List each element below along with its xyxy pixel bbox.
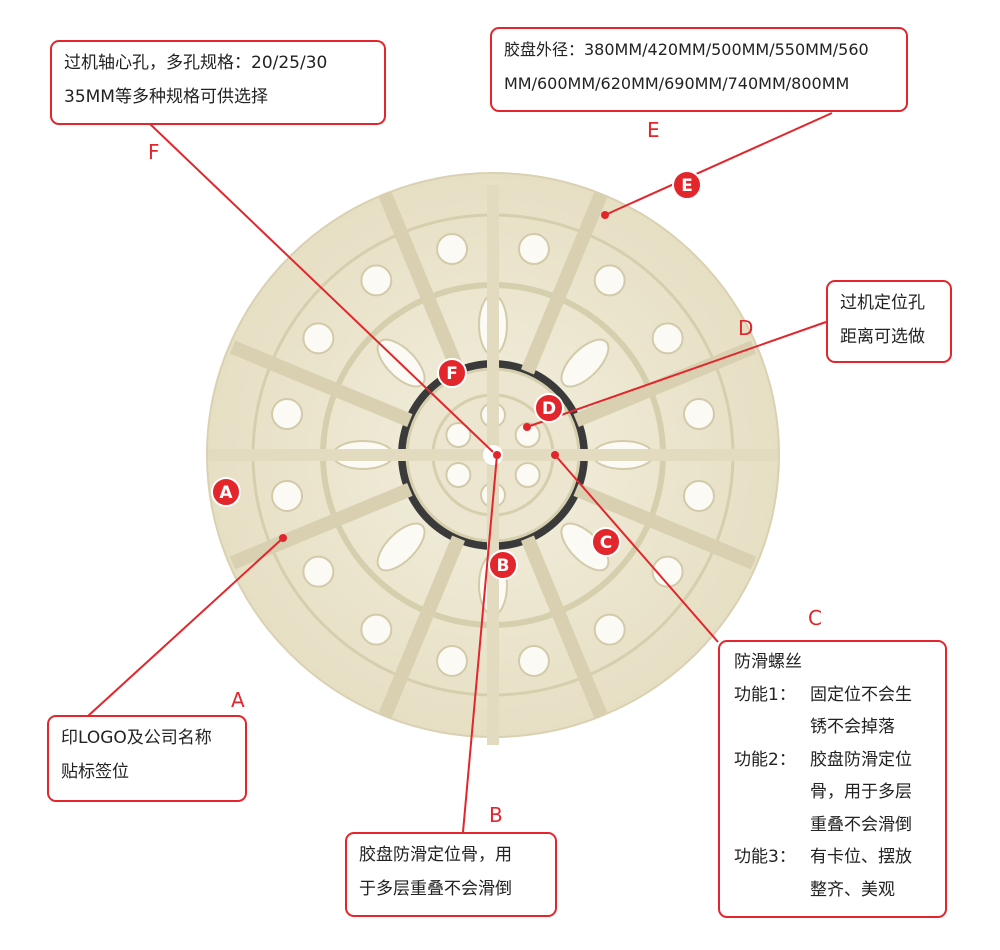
disc-hole — [517, 644, 550, 677]
callout-c-text-2b: 骨，用于多层 — [810, 782, 912, 802]
callout-d-line-1: 过机定位孔 — [840, 293, 925, 313]
marker-c: C — [591, 527, 621, 557]
disc-rib — [573, 340, 757, 428]
label-b: B — [489, 803, 503, 827]
callout-e-box: 胶盘外径：380MM/420MM/500MM/550MM/560 MM/600M… — [490, 27, 908, 112]
disc-slot — [560, 338, 610, 388]
callout-b-line-1: 胶盘防滑定位骨，用 — [359, 845, 512, 865]
disc-hole — [271, 479, 304, 512]
svg-text:D: D — [542, 399, 556, 419]
disc-hole — [302, 555, 335, 588]
disc-hole — [360, 613, 393, 646]
label-f: F — [148, 140, 160, 164]
callout-c-text-3b: 整齐、美观 — [810, 879, 895, 900]
leader-line-e — [604, 112, 833, 216]
leader-lines — [87, 112, 833, 833]
callout-f-box: 过机轴心孔，多孔规格：20/25/30 35MM等多种规格可供选择 — [50, 40, 386, 125]
callout-c-text-2c: 重叠不会滑倒 — [810, 814, 912, 835]
callout-e-line-1: 胶盘外径：380MM/420MM/500MM/550MM/560 — [504, 40, 869, 59]
disc-hole — [593, 613, 626, 646]
callout-c-text-3a: 有卡位、摆放 — [810, 847, 912, 867]
disc-rib — [378, 535, 466, 719]
svg-text:A: A — [219, 483, 233, 503]
callout-c-title: 防滑螺丝 — [734, 652, 802, 672]
svg-text:B: B — [497, 556, 510, 576]
callout-c-box: 防滑螺丝 功能1：固定位不会生 锈不会掉落 功能2：胶盘防滑定位 骨，用于多层 … — [718, 640, 947, 918]
callout-d-box: 过机定位孔 距离可选做 — [826, 280, 952, 363]
disc-hole — [517, 233, 550, 266]
callout-b-line-2: 于多层重叠不会滑倒 — [359, 879, 512, 899]
callout-f-line-1: 过机轴心孔，多孔规格：20/25/30 — [64, 53, 328, 73]
callout-c-text-1a: 固定位不会生 — [810, 684, 912, 705]
marker-b: B — [488, 550, 518, 580]
marker-f: F — [437, 358, 467, 388]
callout-a-line-1: 印LOGO及公司名称 — [61, 728, 212, 748]
disc-hole — [651, 555, 684, 588]
shaft-hole — [445, 462, 472, 488]
disc-rib — [520, 535, 608, 719]
callout-d-line-2: 距离可选做 — [840, 327, 925, 347]
disc-hole — [302, 322, 335, 355]
callout-e-line-2: MM/600MM/620MM/690MM/740MM/800MM — [504, 74, 850, 93]
disc-slot — [376, 522, 426, 572]
marker-e: E — [672, 170, 702, 200]
callout-b-box: 胶盘防滑定位骨，用 于多层重叠不会滑倒 — [345, 832, 557, 917]
disc-hole — [593, 264, 626, 297]
callout-c-key-3: 功能3： — [734, 847, 796, 867]
spool-disc — [206, 172, 780, 745]
leader-line-b — [462, 454, 498, 833]
svg-text:C: C — [600, 533, 612, 553]
disc-hole — [436, 644, 469, 677]
shaft-hole — [514, 462, 541, 488]
disc-hole — [651, 322, 684, 355]
leader-line-c — [554, 454, 719, 643]
shaft-hole — [445, 422, 472, 448]
marker-a: A — [211, 477, 241, 507]
callout-c-text-1b: 锈不会掉落 — [810, 717, 895, 737]
disc-rib — [520, 191, 608, 375]
leader-line-a — [87, 537, 284, 717]
svg-text:E: E — [681, 176, 693, 196]
disc-rib — [573, 482, 757, 570]
disc-hole — [436, 233, 469, 266]
label-a: A — [231, 688, 245, 712]
callout-a-line-2: 贴标签位 — [61, 762, 129, 782]
disc-hole — [360, 264, 393, 297]
disc-hole — [271, 398, 304, 431]
callout-a-box: 印LOGO及公司名称 贴标签位 — [47, 715, 247, 802]
leader-line-d — [526, 321, 827, 428]
disc-hole — [682, 479, 715, 512]
disc-rib — [229, 482, 413, 570]
label-d: D — [738, 316, 754, 340]
svg-text:F: F — [446, 364, 458, 384]
callout-c-text-2a: 胶盘防滑定位 — [810, 749, 912, 770]
disc-hole — [682, 398, 715, 431]
disc-rib — [378, 191, 466, 375]
callout-f-line-2: 35MM等多种规格可供选择 — [64, 87, 268, 107]
leader-line-f — [149, 123, 494, 453]
callout-c-key-2: 功能2： — [734, 749, 796, 770]
shaft-hole — [514, 422, 541, 448]
callout-c-key-1: 功能1： — [734, 684, 796, 705]
marker-d: D — [534, 393, 564, 423]
point-markers: E F D C B A — [211, 170, 702, 580]
label-c: C — [808, 606, 822, 630]
label-e: E — [647, 118, 660, 142]
disc-rib — [229, 340, 413, 428]
